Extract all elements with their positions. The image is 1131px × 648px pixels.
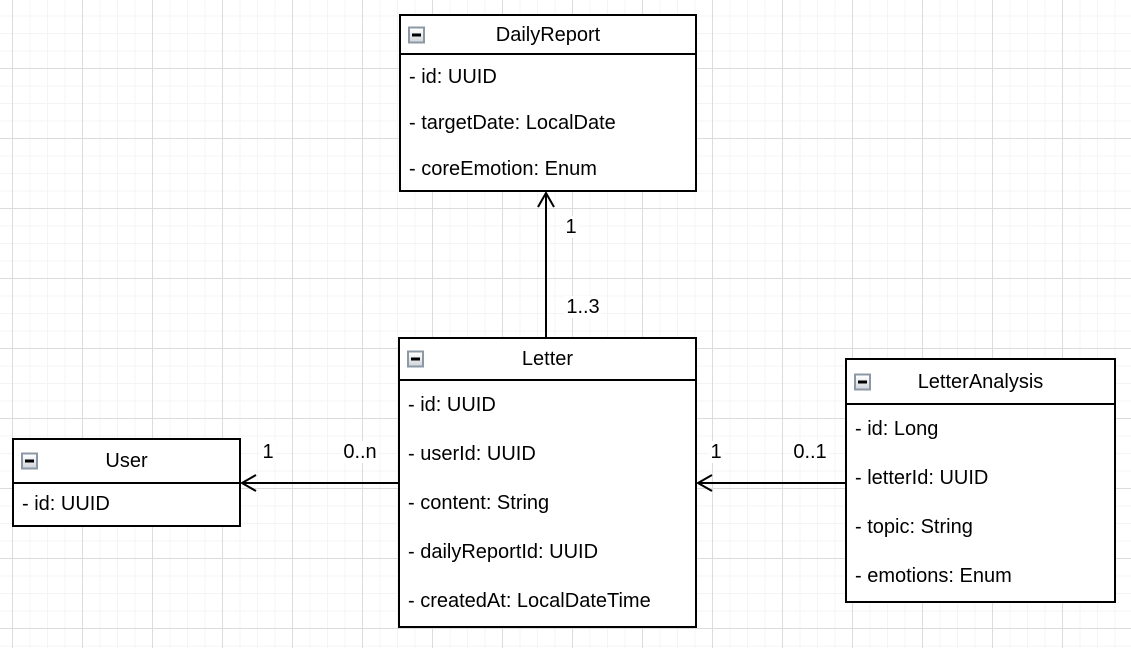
- class-attribute[interactable]: - topic: String: [855, 516, 973, 538]
- attribute-section: - id: UUID - targetDate: LocalDate - cor…: [401, 55, 695, 192]
- collapse-minus-icon[interactable]: [854, 373, 871, 390]
- connector-letter-to-dailyreport[interactable]: [537, 190, 555, 337]
- class-attribute[interactable]: - coreEmotion: Enum: [409, 157, 597, 180]
- class-attribute[interactable]: - emotions: Enum: [855, 565, 1012, 587]
- collapse-minus-icon[interactable]: [21, 452, 38, 470]
- collapse-minus-icon[interactable]: [407, 350, 424, 368]
- class-attribute[interactable]: - id: UUID: [22, 493, 110, 515]
- attribute-section: - id: UUID - userId: UUID - content: Str…: [400, 381, 695, 626]
- connector-letter-to-user[interactable]: [239, 474, 398, 492]
- class-attribute[interactable]: - userId: UUID: [408, 443, 536, 465]
- class-box-dailyreport[interactable]: DailyReport - id: UUID - targetDate: Loc…: [399, 14, 697, 192]
- attribute-section: - id: UUID: [14, 484, 239, 525]
- minus-glyph: [412, 33, 421, 36]
- class-title-bar[interactable]: DailyReport: [401, 16, 695, 55]
- class-name: User: [105, 450, 148, 472]
- class-attribute[interactable]: - letterId: UUID: [855, 467, 989, 489]
- class-attribute[interactable]: - id: UUID: [408, 394, 496, 416]
- class-attribute[interactable]: - id: UUID: [409, 66, 497, 89]
- multiplicity-label-letteranalysis-end[interactable]: 0..1: [791, 441, 829, 463]
- connector-letteranalysis-to-letter[interactable]: [695, 474, 845, 492]
- class-name: LetterAnalysis: [917, 370, 1044, 393]
- class-name: Letter: [521, 348, 574, 370]
- multiplicity-label-letter-end-right[interactable]: 1: [708, 441, 724, 463]
- collapse-minus-icon[interactable]: [408, 26, 425, 43]
- class-box-letter[interactable]: Letter - id: UUID - userId: UUID - conte…: [398, 337, 697, 628]
- multiplicity-label-dailyreport-end[interactable]: 1: [563, 216, 579, 238]
- multiplicity-label-letter-end-vertical[interactable]: 1..3: [564, 296, 602, 318]
- class-attribute[interactable]: - content: String: [408, 492, 550, 514]
- attribute-section: - id: Long - letterId: UUID - topic: Str…: [847, 405, 1114, 601]
- class-box-user[interactable]: User - id: UUID: [12, 438, 241, 527]
- open-arrow-left-icon: [239, 474, 257, 492]
- multiplicity-label-letter-end-left[interactable]: 0..n: [341, 441, 379, 463]
- class-attribute[interactable]: - id: Long: [855, 418, 939, 440]
- class-name: DailyReport: [495, 23, 601, 46]
- minus-glyph: [411, 357, 420, 361]
- class-attribute[interactable]: - targetDate: LocalDate: [409, 112, 616, 134]
- class-box-letteranalysis[interactable]: LetterAnalysis - id: Long - letterId: UU…: [845, 358, 1116, 603]
- minus-glyph: [858, 380, 867, 383]
- class-title-bar[interactable]: User: [14, 440, 239, 484]
- open-arrow-up-icon: [537, 190, 555, 208]
- open-arrow-left-icon: [695, 474, 713, 492]
- class-title-bar[interactable]: Letter: [400, 339, 695, 381]
- class-attribute[interactable]: - createdAt: LocalDateTime: [408, 590, 651, 612]
- multiplicity-label-user-end[interactable]: 1: [260, 441, 276, 463]
- class-title-bar[interactable]: LetterAnalysis: [847, 360, 1114, 405]
- minus-glyph: [25, 459, 34, 463]
- class-attribute[interactable]: - dailyReportId: UUID: [408, 541, 599, 563]
